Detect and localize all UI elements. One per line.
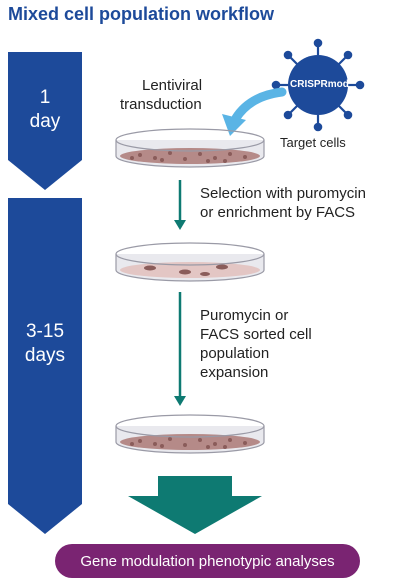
final-analysis-label: Gene modulation phenotypic analyses [80, 552, 335, 570]
timeline-label-2: 3-15 days [24, 321, 66, 366]
final-analysis-box: Gene modulation phenotypic analyses [55, 544, 360, 578]
expansion-label: Puromycin or FACS sorted cell population… [200, 307, 312, 381]
petri-dish-3 [115, 414, 265, 454]
virus-label: CRISPRmod [290, 79, 349, 90]
selection-label: Selection with puromycin or enrichment b… [200, 185, 366, 221]
flow-arrow-2 [174, 292, 186, 406]
lentiviral-transduction-label: Lentiviral transduction [120, 77, 203, 113]
timeline-arrow-2 [8, 198, 82, 534]
timeline-arrow-1 [8, 52, 82, 190]
virus-icon [271, 38, 365, 132]
big-down-arrow [128, 476, 262, 534]
timeline-label-1: 1 day [29, 87, 61, 132]
petri-dish-2 [115, 242, 265, 282]
page-title: Mixed cell population workflow [8, 4, 275, 24]
transduction-arrow [222, 87, 287, 136]
target-cells-label: Target cells [280, 135, 346, 150]
petri-dish-1 [115, 128, 265, 168]
flow-arrow-1 [174, 180, 186, 230]
